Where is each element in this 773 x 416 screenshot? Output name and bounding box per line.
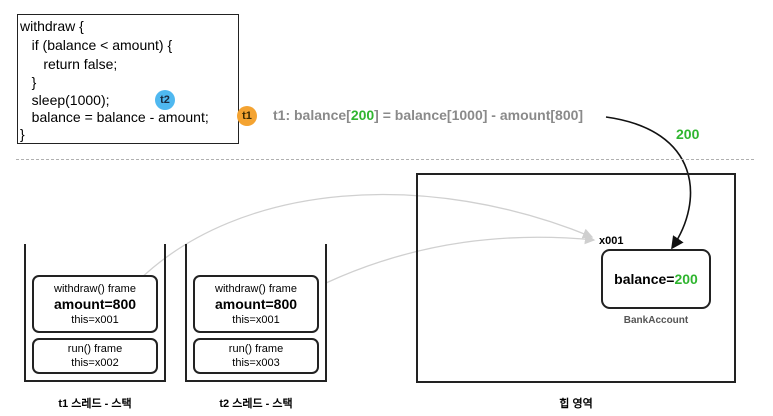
heap-area bbox=[416, 173, 736, 383]
balance-update-arrow bbox=[605, 116, 692, 250]
code-line: if (balance < amount) { bbox=[20, 37, 173, 53]
frame-title: run() frame bbox=[67, 343, 123, 355]
formula-result: 200 bbox=[350, 107, 375, 123]
t2-stack-label: t2 스레드 - 스택 bbox=[219, 398, 293, 410]
run-frame: run() frame this=x003 bbox=[193, 338, 319, 374]
balance-value: 200 bbox=[674, 271, 698, 287]
arrow-value-label: 200 bbox=[676, 126, 700, 142]
frame-this-ref: this=x002 bbox=[71, 357, 119, 369]
frame-title: run() frame bbox=[228, 343, 284, 355]
frame-amount: amount=800 bbox=[214, 296, 298, 312]
frame-this-ref: this=x001 bbox=[71, 314, 119, 326]
code-line: sleep(1000); bbox=[20, 92, 110, 108]
formula-prefix: t1: balance[ bbox=[273, 107, 351, 123]
frame-this-ref: this=x003 bbox=[232, 357, 280, 369]
frame-title: withdraw() frame bbox=[54, 283, 136, 295]
t1-reference-arrow bbox=[135, 193, 594, 284]
thread-t1-badge: t1 bbox=[237, 106, 257, 126]
t1-thread-stack: withdraw() frame amount=800 this=x001 ru… bbox=[24, 244, 166, 382]
object-address-label: x001 bbox=[599, 235, 624, 247]
run-frame: run() frame this=x002 bbox=[32, 338, 158, 374]
code-line: } bbox=[20, 74, 37, 90]
frame-this-ref: this=x001 bbox=[232, 314, 280, 326]
heap-area-label: 힙 영역 bbox=[559, 398, 593, 410]
bank-account-object: balance=200 bbox=[601, 249, 711, 309]
t2-thread-stack: withdraw() frame amount=800 this=x001 ru… bbox=[185, 244, 327, 382]
frame-amount: amount=800 bbox=[53, 296, 137, 312]
code-line: return false; bbox=[20, 56, 118, 72]
formula-suffix: ] = balance[1000] - amount[800] bbox=[374, 107, 584, 123]
code-line: } bbox=[20, 126, 25, 142]
withdraw-frame: withdraw() frame amount=800 this=x001 bbox=[32, 275, 158, 333]
calculation-formula: t1: balance[200] = balance[1000] - amoun… bbox=[273, 107, 583, 123]
frame-title: withdraw() frame bbox=[215, 283, 297, 295]
code-line: balance = balance - amount; bbox=[20, 109, 209, 125]
code-line: withdraw { bbox=[20, 18, 84, 34]
thread-t2-badge: t2 bbox=[155, 90, 175, 110]
t1-stack-label: t1 스레드 - 스택 bbox=[58, 398, 132, 410]
t2-reference-arrow bbox=[325, 233, 596, 284]
section-divider bbox=[16, 159, 754, 160]
code-box: withdraw { if (balance < amount) { retur… bbox=[17, 14, 239, 144]
withdraw-frame: withdraw() frame amount=800 this=x001 bbox=[193, 275, 319, 333]
object-class-name: BankAccount bbox=[623, 315, 689, 326]
balance-prefix: balance= bbox=[614, 271, 675, 287]
